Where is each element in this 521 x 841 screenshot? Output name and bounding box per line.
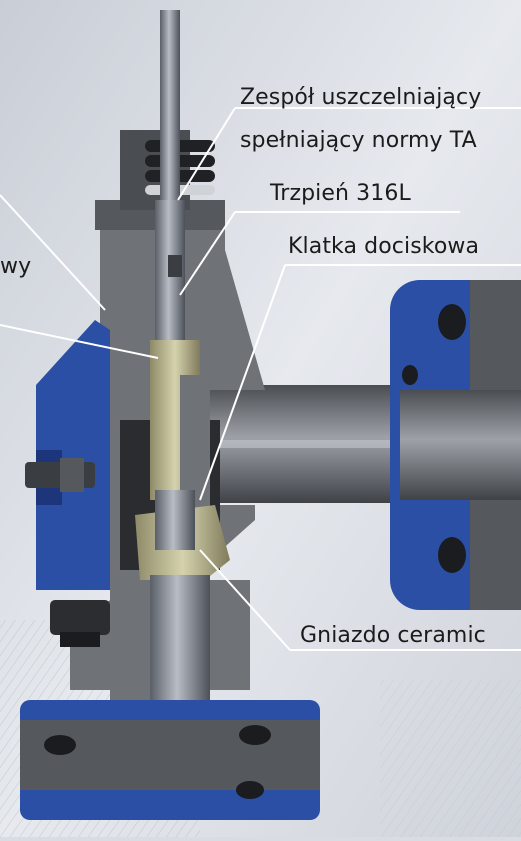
leader-lines [0, 107, 521, 651]
label-seat: Gniazdo ceramic [300, 623, 486, 648]
flange-bolt-hole [438, 304, 466, 340]
label-left-partial: wy [0, 254, 32, 279]
bottom-bolt [50, 600, 110, 635]
label-seal-line1: Zespół uszczelniający [240, 85, 482, 110]
label-seal-line2: spełniający normy TA [240, 128, 477, 153]
flange-bolt-hole [438, 537, 466, 573]
valve-body-blue-shell [36, 320, 110, 590]
label-cage: Klatka dociskowa [288, 234, 480, 259]
label-stem: Trzpień 316L [270, 181, 411, 206]
